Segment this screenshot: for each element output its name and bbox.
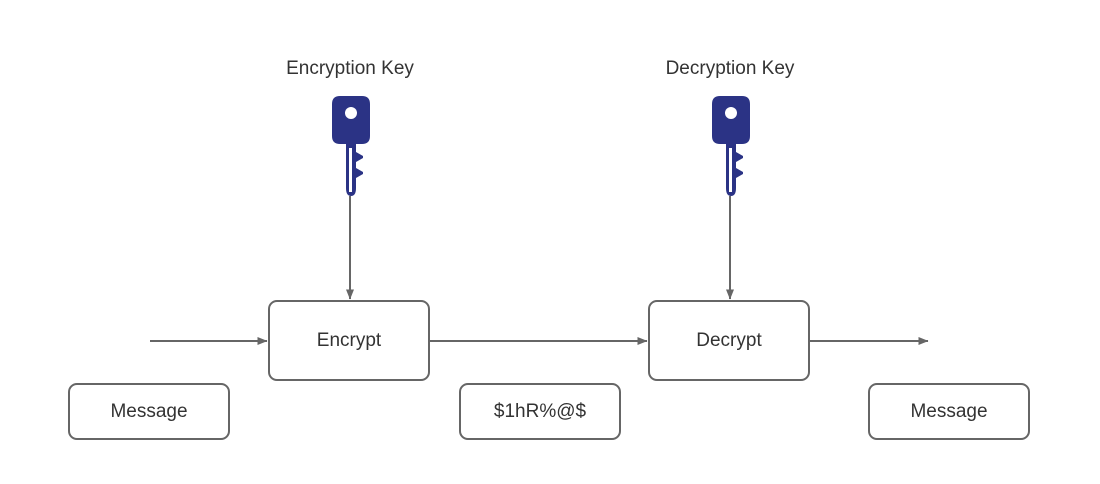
node-ciphertext[interactable]: $1hR%@$ (459, 383, 621, 440)
decryption-key-label: Decryption Key (665, 58, 795, 79)
node-decrypt[interactable]: Decrypt (648, 300, 810, 381)
node-message-output[interactable]: Message (868, 383, 1030, 440)
node-encrypt[interactable]: Encrypt (268, 300, 430, 381)
decryption-key-icon (712, 96, 750, 196)
encryption-key-icon (332, 96, 370, 196)
node-message-input[interactable]: Message (68, 383, 230, 440)
encryption-key-label: Encryption Key (286, 58, 414, 79)
